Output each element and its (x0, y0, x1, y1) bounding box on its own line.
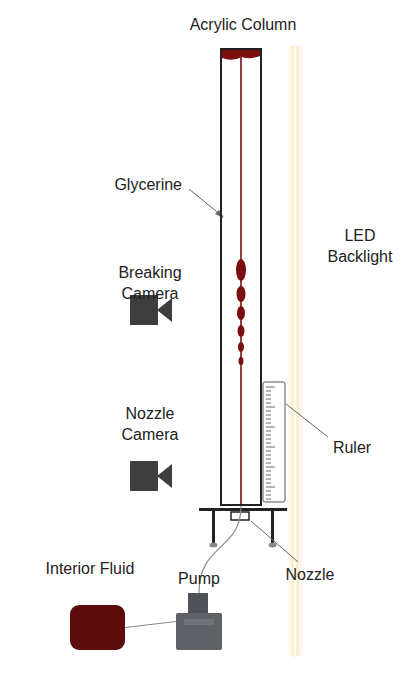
leader-line (251, 521, 298, 562)
table (199, 508, 287, 548)
fluid-label: Glycerine (102, 174, 182, 195)
camera-label: Nozzle Camera (105, 403, 195, 445)
pump-shape (176, 593, 222, 650)
ruler-ticks (266, 387, 275, 499)
led-backlight-core (293, 46, 297, 656)
leader-line (286, 404, 328, 437)
column-title: Acrylic Column (162, 14, 324, 35)
camera-icon (130, 461, 172, 491)
led-backlight (286, 46, 304, 656)
reservoir-label: Interior Fluid (45, 558, 135, 579)
tube-connector (125, 622, 176, 628)
fluid-reservoir: Interior Fluid (70, 605, 125, 650)
pump: Pump (176, 593, 222, 650)
camera-label: Breaking Camera (105, 262, 195, 304)
acrylic-column: Acrylic ColumnGlycerine (220, 48, 262, 506)
pump-label: Pump (159, 568, 239, 589)
ruler (263, 382, 285, 502)
backlight-label: LED Backlight (320, 225, 400, 267)
droplets (236, 259, 246, 365)
ruler-label: Ruler (322, 437, 382, 458)
nozzle-label: Nozzle (270, 564, 350, 585)
